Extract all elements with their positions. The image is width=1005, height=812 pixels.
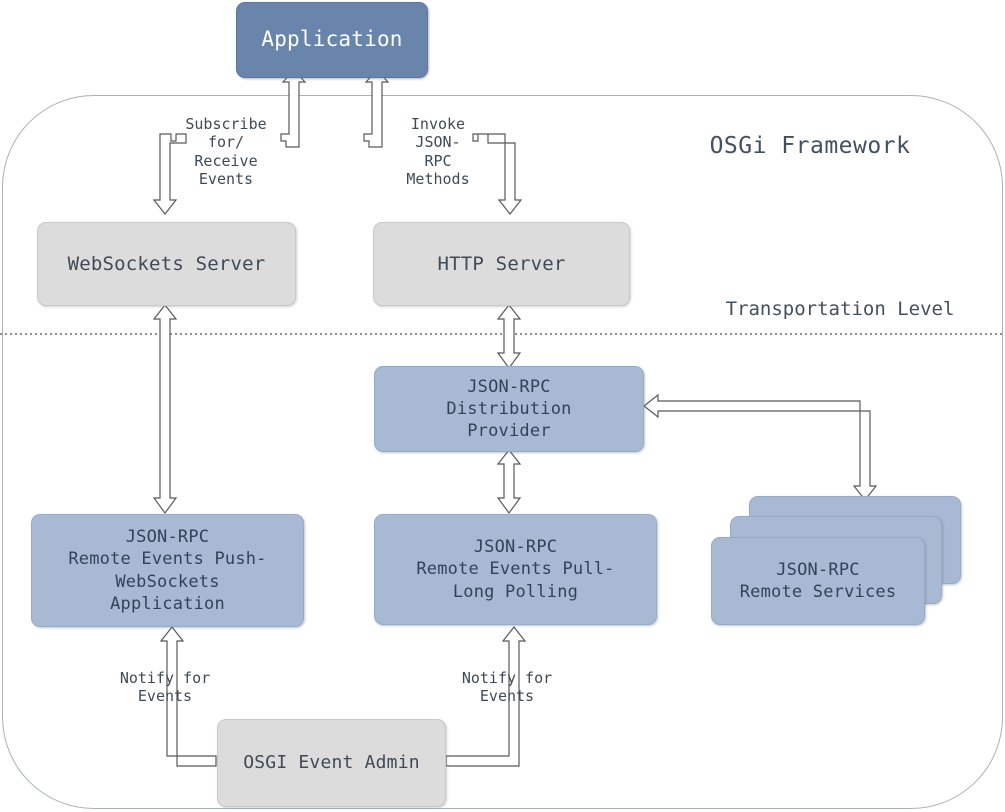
edge-label-notify-left: Notify for Events	[119, 669, 211, 706]
osgi-framework-label: OSGi Framework	[709, 133, 911, 159]
node-remote-services[interactable]: JSON-RPC Remote Services	[711, 537, 925, 625]
node-remote-events-push[interactable]: JSON-RPC Remote Events Push- WebSockets …	[31, 514, 304, 627]
node-application[interactable]: Application	[236, 2, 428, 78]
edge-label-notify-right: Notify for Events	[461, 669, 553, 706]
osgi-framework-frame	[2, 95, 1003, 809]
node-http-server[interactable]: HTTP Server	[373, 222, 630, 306]
node-websockets-server[interactable]: WebSockets Server	[37, 222, 296, 306]
node-event-admin[interactable]: OSGI Event Admin	[217, 719, 446, 807]
edge-label-invoke: Invoke JSON- RPC Methods	[406, 115, 470, 188]
edge-label-subscribe: Subscribe for/ Receive Events	[185, 115, 267, 188]
node-remote-events-pull[interactable]: JSON-RPC Remote Events Pull- Long Pollin…	[374, 514, 657, 625]
transportation-level-label: Transportation Level	[725, 298, 955, 320]
node-distribution-provider[interactable]: JSON-RPC Distribution Provider	[374, 366, 644, 452]
